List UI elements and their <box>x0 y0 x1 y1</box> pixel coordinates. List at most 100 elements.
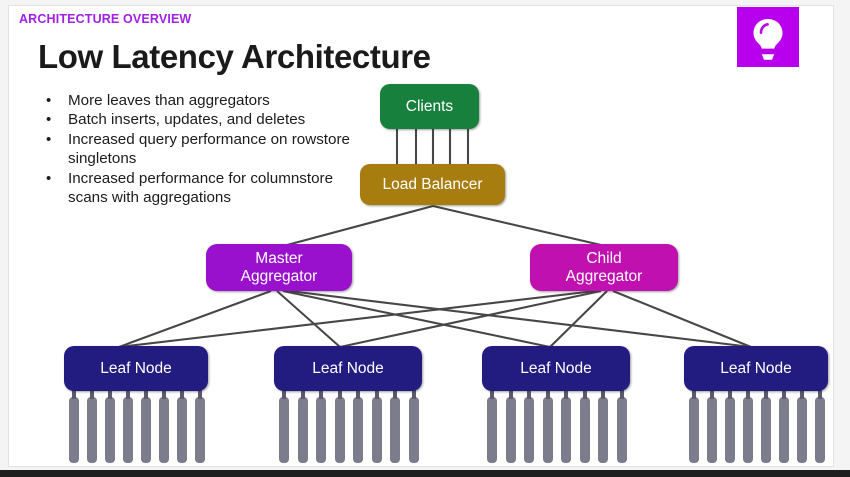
node-leaf-3[interactable]: Leaf Node <box>482 346 630 391</box>
node-clients[interactable]: Clients <box>380 84 479 129</box>
disk-stem <box>800 389 804 399</box>
bullet-marker-icon: • <box>46 92 52 109</box>
edge-child-leaf4 <box>612 290 752 348</box>
disk-stack-leaf-1 <box>69 389 205 463</box>
disk-unit <box>487 389 497 463</box>
disk-stem <box>818 389 822 399</box>
list-item: • Increased performance for columnstore … <box>36 169 356 208</box>
node-leaf-2[interactable]: Leaf Node <box>274 346 422 391</box>
disk-stem <box>782 389 786 399</box>
disk-stem <box>601 389 606 399</box>
disk-unit <box>797 389 807 463</box>
disk-unit <box>779 389 789 463</box>
disk-stem <box>508 389 513 399</box>
list-item: • Batch inserts, updates, and deletes <box>36 110 356 129</box>
disk-stack-leaf-3 <box>487 389 627 463</box>
disk-stem <box>545 389 550 399</box>
list-item-label: Increased performance for columnstore sc… <box>68 169 334 207</box>
disk-stem <box>144 389 148 399</box>
disk-stem <box>490 389 494 399</box>
disk-stem <box>319 389 324 399</box>
disk-stem <box>692 389 696 399</box>
disk-unit <box>815 389 825 463</box>
presentation-slide: ARCHITECTURE OVERVIEW Low Latency Archit… <box>8 5 834 467</box>
disk-unit <box>579 389 590 463</box>
list-item: • Increased query performance on rowstor… <box>36 130 356 169</box>
node-leaf-1[interactable]: Leaf Node <box>64 346 208 391</box>
disk-stem <box>162 389 166 399</box>
architecture-diagram: Clients Load Balancer Master Aggregator … <box>9 6 833 466</box>
edge-loadbalancer-child <box>432 204 602 247</box>
node-leaf-1-label: Leaf Node <box>100 359 172 377</box>
node-master-aggregator-label: Master Aggregator <box>241 250 318 286</box>
list-item: • More leaves than aggregators <box>36 91 356 110</box>
node-leaf-4[interactable]: Leaf Node <box>684 346 828 391</box>
node-leaf-2-label: Leaf Node <box>312 359 384 377</box>
edge-master-leaf2 <box>276 290 341 348</box>
node-clients-label: Clients <box>405 97 454 115</box>
node-child-aggregator-line1: Child <box>586 249 622 267</box>
disk-stem <box>746 389 750 399</box>
disk-unit <box>542 389 553 463</box>
disk-stem <box>180 389 184 399</box>
disk-unit <box>561 389 572 463</box>
bullet-marker-icon: • <box>46 169 52 187</box>
node-child-aggregator-line2: Aggregator <box>565 267 643 285</box>
disk-unit <box>505 389 516 463</box>
disk-stem <box>710 389 714 399</box>
node-load-balancer[interactable]: Load Balancer <box>360 164 505 205</box>
disk-unit <box>316 389 327 463</box>
node-master-aggregator[interactable]: Master Aggregator <box>206 244 352 291</box>
disk-unit <box>743 389 753 463</box>
disk-stack-leaf-4 <box>689 389 825 463</box>
slide-eyebrow-label: ARCHITECTURE OVERVIEW <box>19 12 192 26</box>
disk-stem <box>108 389 112 399</box>
diagram-edges <box>118 129 752 349</box>
disk-stem <box>619 389 624 399</box>
list-item-label: More leaves than aggregators <box>68 92 270 109</box>
node-master-aggregator-line2: Aggregator <box>240 267 318 285</box>
bullet-marker-icon: • <box>46 111 52 129</box>
disk-stem <box>337 389 342 399</box>
disk-unit <box>707 389 717 463</box>
disk-unit <box>689 389 699 463</box>
bullet-list: • More leaves than aggregators • Batch i… <box>36 91 356 207</box>
disk-unit <box>390 389 401 463</box>
page-title: Low Latency Architecture <box>38 38 431 75</box>
disk-stem <box>90 389 94 399</box>
edge-master-leaf1 <box>118 290 272 348</box>
edge-master-leaf4 <box>288 289 752 349</box>
disk-stem <box>198 389 202 399</box>
disk-stem <box>527 389 532 399</box>
disk-stem <box>764 389 768 399</box>
disk-stem <box>282 389 286 399</box>
list-item-label: Increased query performance on rowstore … <box>68 130 350 168</box>
disk-unit <box>195 389 205 463</box>
node-child-aggregator[interactable]: Child Aggregator <box>530 244 678 291</box>
node-load-balancer-label: Load Balancer <box>382 175 483 193</box>
disk-unit <box>725 389 735 463</box>
disk-unit <box>598 389 609 463</box>
node-leaf-3-label: Leaf Node <box>520 359 592 377</box>
disk-stem <box>126 389 130 399</box>
disk-unit <box>87 389 97 463</box>
edge-child-leaf2 <box>339 289 602 349</box>
disk-stem <box>72 389 76 399</box>
disk-unit <box>123 389 133 463</box>
disk-unit <box>616 389 627 463</box>
disk-stem <box>393 389 398 399</box>
disk-stack-leaf-2 <box>279 389 419 463</box>
player-bottom-bar <box>0 470 850 477</box>
edge-master-leaf3 <box>282 289 551 349</box>
disk-stem <box>374 389 379 399</box>
disk-unit <box>159 389 169 463</box>
node-leaf-4-label: Leaf Node <box>720 359 792 377</box>
disk-unit <box>353 389 364 463</box>
disk-unit <box>177 389 187 463</box>
node-child-aggregator-label: Child Aggregator <box>566 250 643 286</box>
disk-unit <box>69 389 79 463</box>
disk-unit <box>334 389 345 463</box>
disk-unit <box>297 389 308 463</box>
disk-unit <box>524 389 535 463</box>
